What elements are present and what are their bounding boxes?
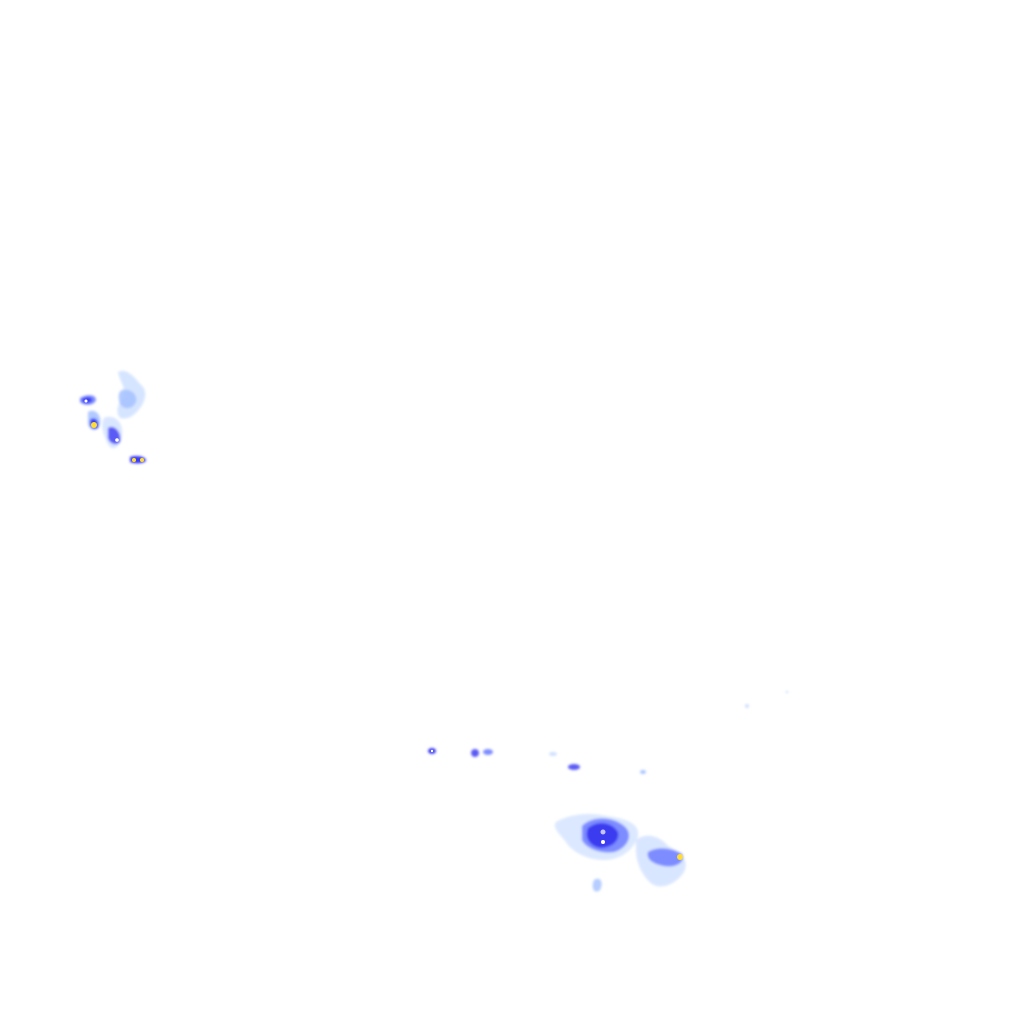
rain-cell [647, 848, 683, 867]
rain-cell [118, 389, 137, 409]
intense-core [115, 438, 119, 442]
intense-cores-southeast [600, 829, 683, 860]
intense-core [84, 399, 88, 403]
intense-core [91, 422, 97, 428]
intense-core [601, 840, 605, 844]
rain-cell [586, 823, 619, 848]
rain-cell [568, 764, 580, 770]
intense-core [430, 749, 434, 753]
rain-cell [785, 691, 789, 693]
intense-core [140, 458, 144, 462]
rain-cell-scattered [428, 691, 789, 774]
intense-core [132, 458, 136, 462]
rain-cell [640, 770, 646, 774]
intense-core [677, 854, 683, 860]
rain-cell-cluster-west [80, 370, 146, 464]
rain-cell [592, 878, 602, 892]
rain-cell [471, 749, 479, 757]
rain-cell [483, 749, 493, 755]
intense-cores-west [84, 399, 144, 462]
rain-cell-cluster-southeast [554, 814, 686, 892]
rain-cell [745, 704, 749, 708]
intense-core [600, 829, 606, 835]
rain-cell [549, 752, 557, 756]
